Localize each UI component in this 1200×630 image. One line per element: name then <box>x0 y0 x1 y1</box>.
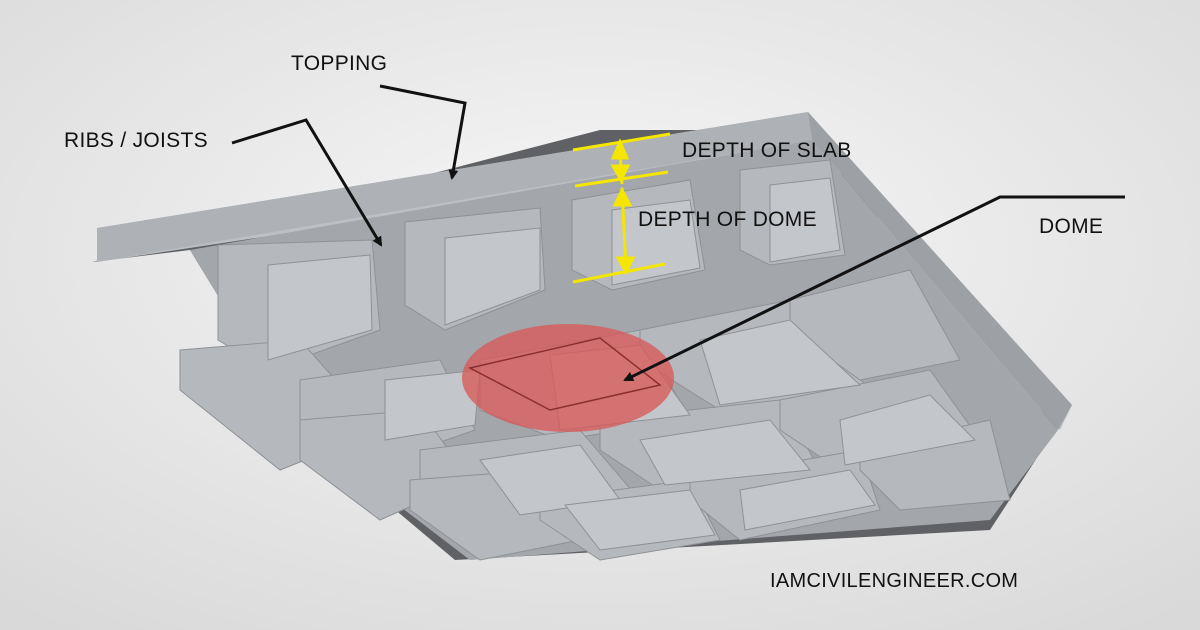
dome-arrow <box>623 195 1125 382</box>
depth-of-dome-label: DEPTH OF DOME <box>638 208 817 231</box>
topping-arrow <box>379 84 467 180</box>
dome-outline <box>467 337 662 411</box>
dimension-lines <box>572 132 671 284</box>
callout-arrows <box>231 84 1125 382</box>
dome-cavities <box>267 177 977 551</box>
ribs-arrow <box>231 118 383 247</box>
ribs-joists-label: RIBS / JOISTS <box>64 129 208 152</box>
website-watermark: IAMCIVILENGINEER.COM <box>770 570 1019 592</box>
dome-highlight <box>462 324 674 432</box>
dome-label: DOME <box>1039 215 1104 238</box>
slab-right-edge <box>808 112 1072 430</box>
slab-front-edge <box>97 112 812 262</box>
topping-label: TOPPING <box>291 52 388 75</box>
depth-of-slab-label: DEPTH OF SLAB <box>682 139 852 162</box>
